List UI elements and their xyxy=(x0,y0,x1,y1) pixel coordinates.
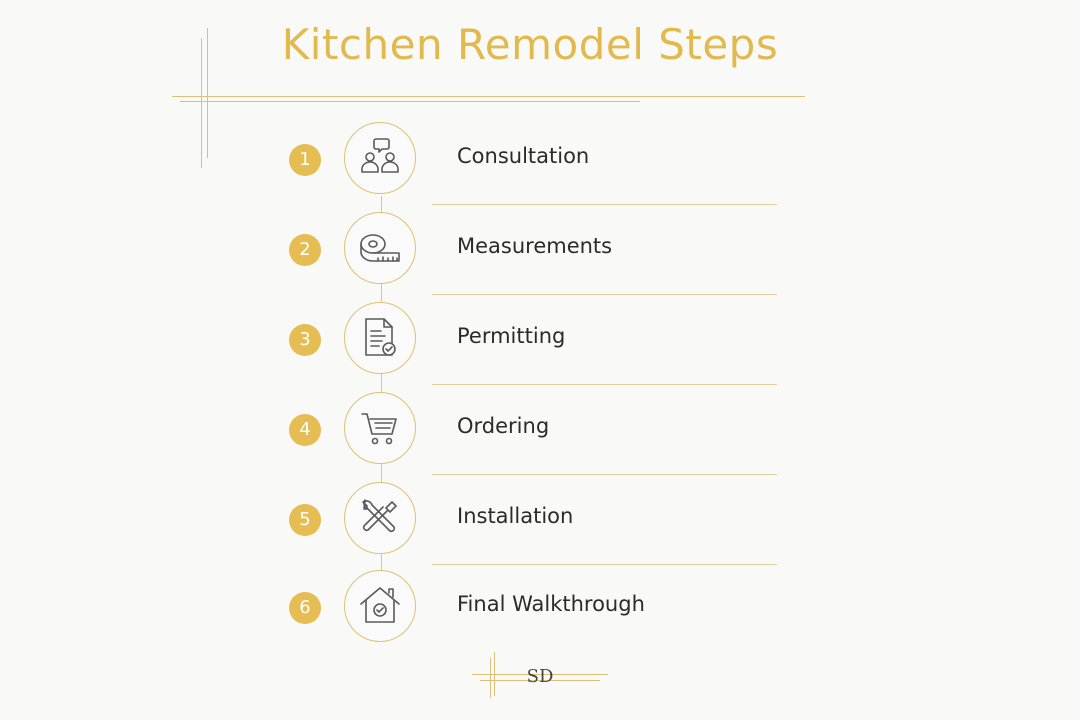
step-divider xyxy=(432,564,777,565)
step-number-badge: 3 xyxy=(289,324,321,356)
measuring-tape-icon xyxy=(360,234,400,262)
monogram-logo: SD xyxy=(472,652,608,702)
step-icon-circle xyxy=(344,482,416,554)
step-label: Final Walkthrough xyxy=(457,592,645,616)
document-check-icon xyxy=(365,318,396,356)
step-label: Installation xyxy=(457,504,574,528)
step-icon-circle xyxy=(344,570,416,642)
logo-rule-vertical-a xyxy=(490,658,491,698)
logo-rule-vertical-b xyxy=(494,652,495,696)
step-label: Consultation xyxy=(457,144,590,168)
header-rule-long xyxy=(172,96,805,97)
step-measurements: 2 Measurements xyxy=(0,212,1080,295)
timeline-connector xyxy=(381,196,382,572)
header-rule-short xyxy=(180,101,640,102)
step-icon-circle xyxy=(344,122,416,194)
header-rule-vertical-a xyxy=(201,38,202,168)
logo-monogram-text: SD xyxy=(526,666,554,687)
header-rule-vertical-b xyxy=(207,28,208,158)
logo-rule-horizontal-b xyxy=(480,680,600,681)
step-number-badge: 1 xyxy=(289,144,321,176)
step-icon-circle xyxy=(344,302,416,374)
step-icon-circle xyxy=(344,392,416,464)
step-divider xyxy=(432,384,777,385)
step-label: Permitting xyxy=(457,324,566,348)
house-check-icon xyxy=(360,587,400,623)
step-icon-circle xyxy=(344,212,416,284)
step-divider xyxy=(432,204,777,205)
step-label: Ordering xyxy=(457,414,550,438)
step-divider xyxy=(432,294,777,295)
step-number-badge: 2 xyxy=(289,234,321,266)
step-number-badge: 4 xyxy=(289,414,321,446)
page-title: Kitchen Remodel Steps xyxy=(281,20,779,69)
step-installation: 5 Installation xyxy=(0,482,1080,565)
step-permitting: 3 Permitting xyxy=(0,302,1080,385)
step-number-badge: 5 xyxy=(289,504,321,536)
step-number-badge: 6 xyxy=(289,592,321,624)
consultation-icon xyxy=(361,138,399,173)
step-final-walkthrough: 6 Final Walkthrough xyxy=(0,570,1080,646)
tools-icon xyxy=(362,499,397,533)
logo-rule-horizontal-a xyxy=(472,674,608,675)
step-ordering: 4 Ordering xyxy=(0,392,1080,475)
step-divider xyxy=(432,474,777,475)
step-label: Measurements xyxy=(457,234,613,258)
step-consultation: 1 Consultation xyxy=(0,122,1080,205)
shopping-cart-icon xyxy=(361,413,397,445)
